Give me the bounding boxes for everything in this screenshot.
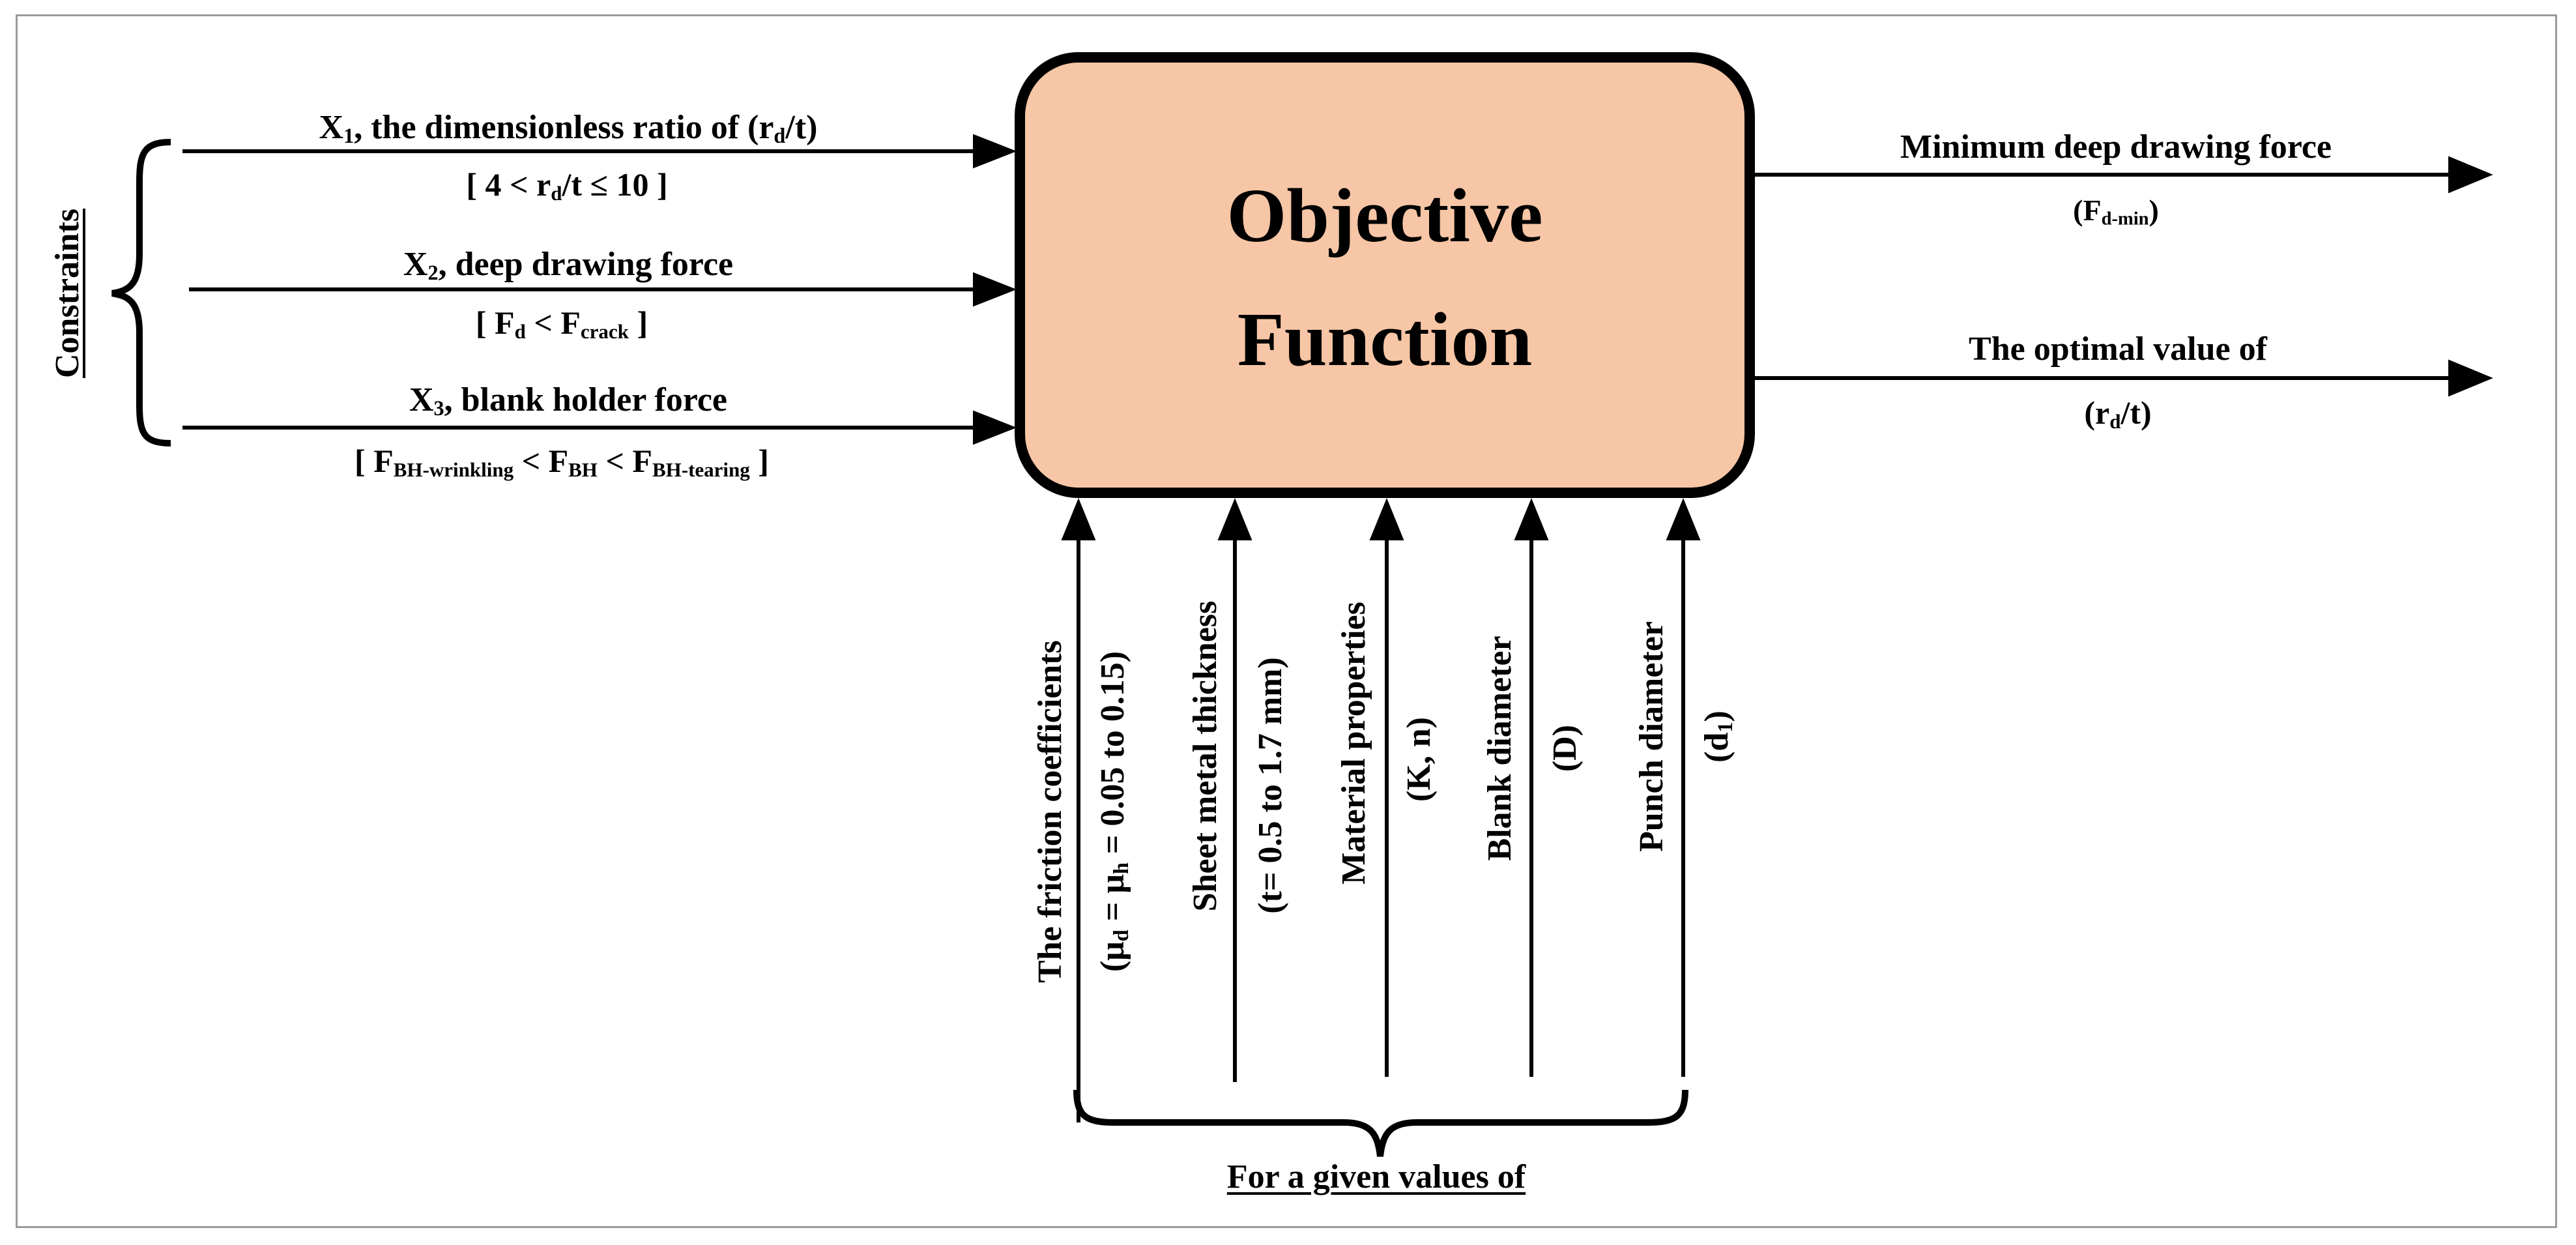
arrowhead-punch (1666, 498, 1701, 540)
objective-function-box (1015, 52, 1755, 498)
output-optimal-symbol: (rd/t) (2084, 394, 2152, 433)
given-brace (1073, 1089, 1688, 1157)
constraint-arrows (182, 134, 1017, 445)
arrowhead-out1 (2448, 156, 2493, 194)
arrowhead-thickness (1217, 498, 1252, 540)
given-thickness-line1: Sheet metal thickness (1187, 600, 1224, 912)
arrowhead-blank (1514, 498, 1549, 540)
constraints-label: Constraints (49, 208, 86, 379)
output-arrows (1755, 156, 2493, 397)
arrowhead-x1 (973, 134, 1017, 169)
constraint-x1-range: [ 4 < rd/t ≤ 10 ] (466, 166, 668, 205)
given-blank-line1: Blank diameter (1481, 636, 1518, 861)
constraint-x3-range: [ FBH-wrinkling < FBH < FBH-tearing ] (355, 443, 769, 481)
given-thickness-line2: (t= 0.5 to 1.7 mm) (1252, 657, 1289, 914)
arrowhead-material (1369, 498, 1404, 540)
constraint-x1-label: X1, the dimensionless ratio of (rd/t) (319, 109, 818, 148)
given-punch-line1: Punch diameter (1633, 621, 1670, 852)
given-arrows (1061, 498, 1701, 1122)
constraint-x2-label: X2, deep drawing force (403, 246, 734, 285)
output-optimal-title: The optimal value of (1969, 330, 2267, 368)
arrowhead-out2 (2448, 359, 2493, 397)
given-friction-line2: (μd = μh = 0.05 to 0.15) (1094, 651, 1133, 973)
given-material-line2: (K, n) (1400, 717, 1438, 802)
output-min-force-symbol: (Fd-min) (2073, 194, 2159, 229)
given-friction-line1: The friction coefficients (1032, 640, 1069, 983)
arrowhead-x3 (973, 410, 1017, 445)
given-blank-line2: (D) (1546, 724, 1584, 772)
arrowhead-x2 (973, 272, 1017, 307)
constraints-brace (111, 139, 171, 447)
output-min-force-title: Minimum deep drawing force (1900, 128, 2332, 166)
constraint-x3-label: X3, blank holder force (409, 381, 728, 420)
objective-label-line1: Objective (1226, 173, 1543, 258)
given-material-line1: Material properties (1335, 602, 1372, 885)
figure-frame (16, 14, 2557, 1228)
given-values-label: For a given values of (1226, 1158, 1526, 1195)
given-punch-line2: (d1) (1698, 710, 1737, 763)
arrowhead-friction (1061, 498, 1096, 540)
constraint-x2-range: [ Fd < Fcrack ] (475, 304, 648, 343)
objective-label-line2: Function (1237, 297, 1533, 382)
